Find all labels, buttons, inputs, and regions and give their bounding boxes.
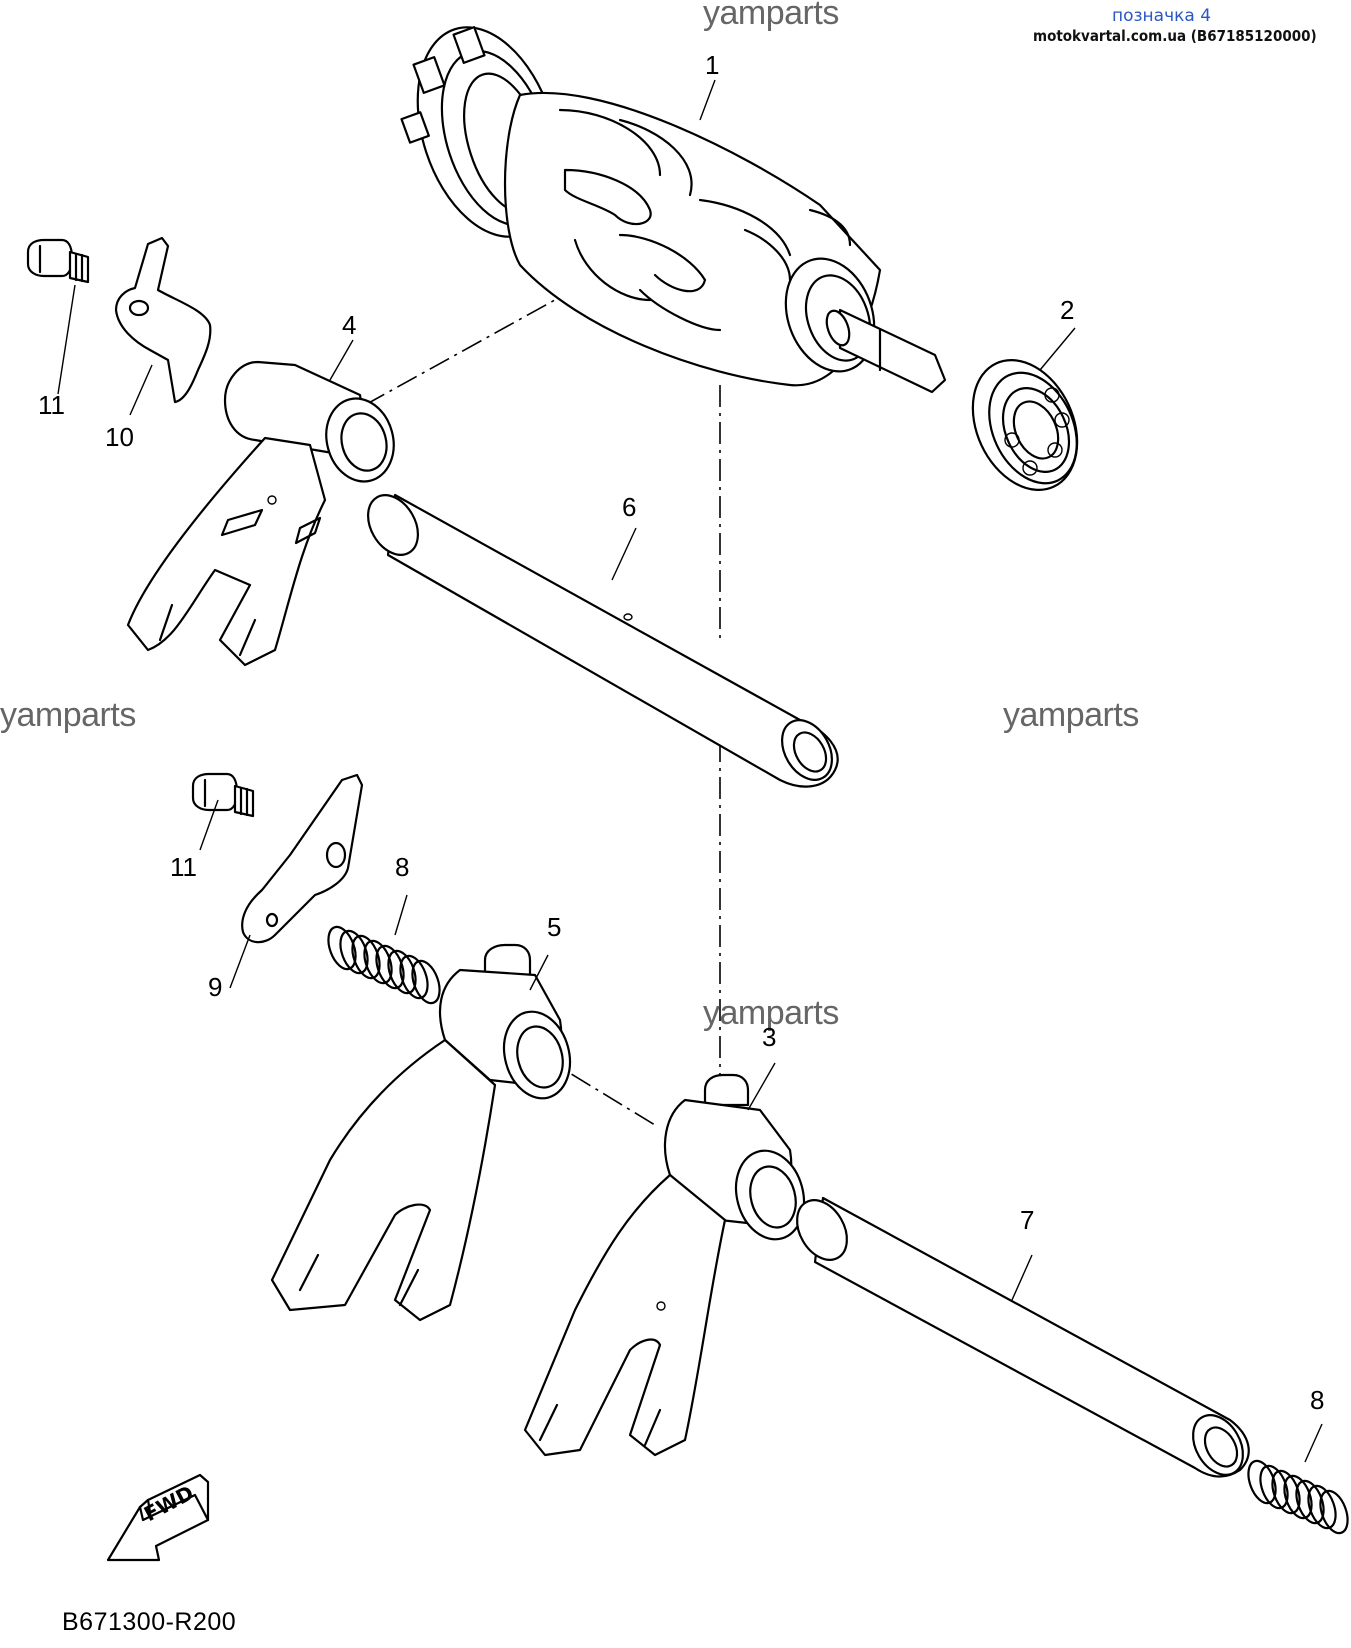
callout-3: 3 [762, 1022, 777, 1052]
bolt-lower [191, 772, 255, 818]
bolt-upper [26, 238, 90, 284]
callout-6: 6 [622, 492, 637, 522]
shift-fork-lower [523, 1073, 806, 1457]
stopper-plate-lower [241, 773, 364, 944]
callout-8: 8 [1310, 1385, 1325, 1415]
callout-11: 11 [38, 390, 65, 420]
callout-10: 10 [105, 422, 134, 452]
spring-lower [1247, 1459, 1349, 1535]
callout-2: 2 [1060, 295, 1075, 325]
watermark: yamparts [703, 0, 839, 32]
callout-4: 4 [342, 310, 357, 340]
shift-fork-upper [126, 360, 395, 667]
spring-upper [327, 925, 441, 1005]
leader-lines [57, 79, 1323, 1463]
callout-11: 11 [170, 852, 197, 882]
stopper-lever-upper [114, 236, 212, 404]
callout-1: 1 [705, 50, 720, 80]
guide-bar-upper [367, 493, 839, 788]
watermark: yamparts [0, 696, 136, 734]
diagram-code: B671300-R200 [62, 1608, 237, 1636]
fwd-arrow-icon [106, 1473, 210, 1562]
site-code: motokvartal.com.ua (B67185120000) [1033, 27, 1317, 45]
watermark: yamparts [1003, 696, 1139, 734]
shift-fork-middle [270, 943, 572, 1322]
guide-bar-lower [796, 1196, 1250, 1478]
callout-9: 9 [208, 972, 223, 1002]
bearing [971, 359, 1079, 491]
label-link[interactable]: позначка 4 [1112, 6, 1212, 26]
callout-8: 8 [395, 852, 410, 882]
watermark: yamparts [703, 994, 839, 1032]
callout-5: 5 [547, 912, 562, 942]
shift-drum [400, 26, 947, 394]
callout-7: 7 [1020, 1205, 1035, 1235]
